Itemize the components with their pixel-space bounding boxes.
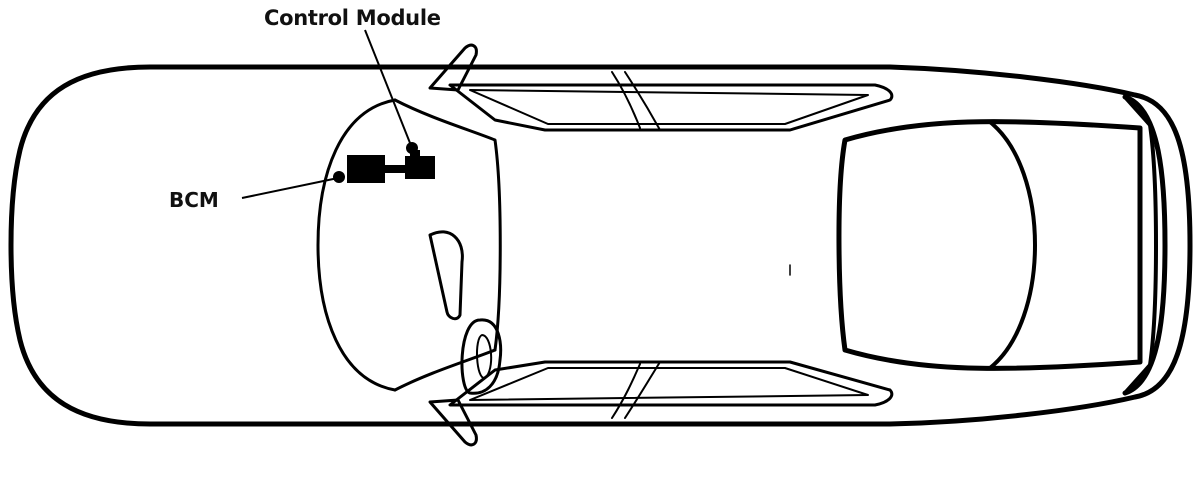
- bcm-label: BCM: [169, 188, 219, 212]
- b-pillar-top: [624, 71, 661, 131]
- mirror-top: [428, 43, 478, 92]
- control-module-box: [405, 156, 435, 179]
- bcm-leader-line: [241, 177, 339, 199]
- a-pillar-bottom: [393, 348, 497, 392]
- rear-window-divider: [988, 120, 1037, 370]
- car-body-outline: [8, 64, 1193, 427]
- control-module-leader-dot: [406, 142, 418, 154]
- control-module-tab: [410, 150, 420, 158]
- rear-spoiler: [1122, 94, 1168, 396]
- b-pillar-bottom: [624, 361, 661, 419]
- dash-lever: [428, 230, 464, 321]
- rear-spoiler-top-edge: [1123, 95, 1158, 395]
- side-window-top: [448, 83, 894, 132]
- side-window-bottom: [448, 360, 894, 407]
- steering-wheel-hub: [476, 334, 493, 379]
- module-connector: [385, 165, 405, 173]
- side-window-top-inner: [469, 89, 869, 125]
- modules: [347, 150, 435, 183]
- mirror-bottom: [428, 398, 478, 447]
- rear-window: [836, 119, 1143, 371]
- b-pillar-top-2: [611, 71, 641, 129]
- side-window-bottom-inner: [469, 367, 869, 401]
- bcm-leader-dot: [333, 171, 345, 183]
- windshield: [316, 98, 397, 392]
- control-module-label: Control Module: [264, 6, 441, 30]
- bcm-module: [347, 155, 385, 183]
- steering-wheel-rim: [460, 318, 503, 395]
- control-module-leader-line: [364, 29, 413, 149]
- a-pillar-top: [393, 98, 502, 352]
- b-pillar-bottom-2: [611, 363, 641, 419]
